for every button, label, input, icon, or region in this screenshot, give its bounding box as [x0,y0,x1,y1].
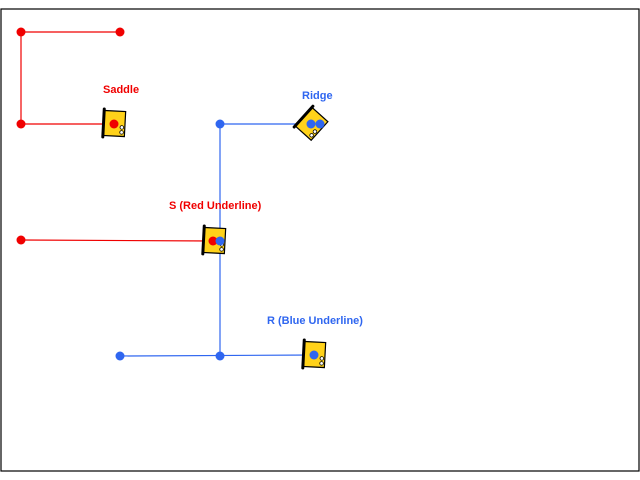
ridge-label: Ridge [302,90,333,102]
red-node[interactable] [16,235,26,245]
red-network [20,31,214,242]
s-red-underline-label: S (Red Underline) [169,200,262,212]
blue-nodes [115,119,325,361]
blue-node[interactable] [115,351,125,361]
red-wire-saddle [20,31,120,125]
red-node[interactable] [16,27,26,37]
blue-node[interactable] [215,351,225,361]
blue-node[interactable] [215,236,225,246]
saddle-label: Saddle [103,84,139,96]
red-node[interactable] [208,236,218,246]
red-node[interactable] [16,119,26,129]
r-blue-underline-label: R (Blue Underline) [267,315,363,327]
blue-node[interactable] [309,350,319,360]
red-node[interactable] [109,119,119,129]
red-node[interactable] [115,27,125,37]
blue-node[interactable] [315,119,325,129]
blue-node[interactable] [306,119,316,129]
diagram-frame [0,8,640,472]
red-nodes [16,27,218,246]
blue-node[interactable] [215,119,225,129]
red-wire-s [20,239,214,242]
